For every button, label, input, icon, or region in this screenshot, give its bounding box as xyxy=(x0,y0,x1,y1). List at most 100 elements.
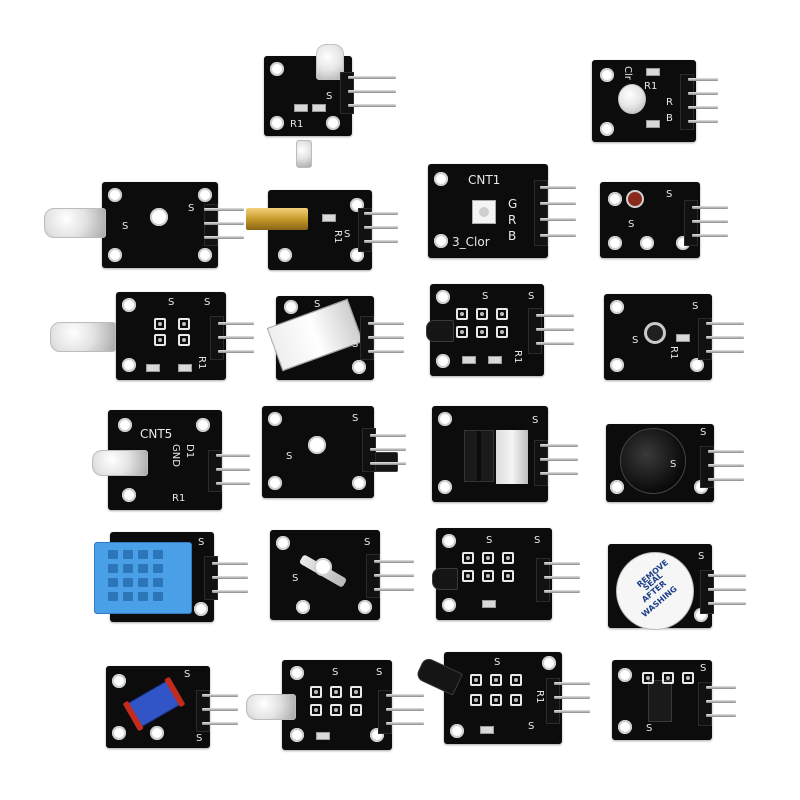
solder-pad xyxy=(310,686,322,698)
header-pin xyxy=(536,314,574,317)
header-pin xyxy=(370,462,406,465)
tilt-switch-module: S S xyxy=(260,290,408,386)
mount-hole xyxy=(198,248,212,262)
mount-hole xyxy=(434,172,448,186)
smd-resistor xyxy=(646,120,660,128)
mount-hole xyxy=(122,358,136,372)
silk-label: S xyxy=(196,733,203,744)
silk-title: CNT1 xyxy=(468,173,501,187)
temperature-sensor-module: S S xyxy=(262,406,412,500)
solder-pad xyxy=(502,570,514,582)
solder-pad xyxy=(310,704,322,716)
header-pin xyxy=(706,336,744,339)
silk-label: S xyxy=(352,413,359,424)
mount-hole xyxy=(690,358,704,372)
solder-pad xyxy=(476,308,488,320)
header-pin xyxy=(708,464,744,467)
mount-hole xyxy=(278,248,292,262)
header-pin xyxy=(544,590,580,593)
dht11-grille xyxy=(108,550,163,601)
header-pin xyxy=(540,202,576,205)
header-pin xyxy=(364,240,398,243)
header-pin xyxy=(204,222,244,225)
mount-hole xyxy=(112,674,126,688)
dht11-module: S xyxy=(94,530,250,626)
rgb-chip xyxy=(472,200,496,224)
silk-label: R xyxy=(666,97,673,108)
push-button-module: S S R1 xyxy=(604,294,746,382)
pin-header xyxy=(534,180,548,246)
header-pin xyxy=(708,450,744,453)
header-pin xyxy=(368,350,404,353)
solder-pad xyxy=(462,552,474,564)
mercury-tilt-module: S S xyxy=(106,666,240,750)
silk-label: S xyxy=(666,189,673,200)
laser-module: S R1 xyxy=(246,190,400,274)
tactile-button xyxy=(644,322,666,344)
mount-hole xyxy=(108,248,122,262)
silk-label: S xyxy=(528,721,535,732)
header-pin xyxy=(692,234,728,237)
solder-pad xyxy=(178,334,190,346)
photoresistor xyxy=(626,190,644,208)
ir-emitter-module: S S xyxy=(44,182,244,272)
solder-pad xyxy=(510,694,522,706)
mount-hole xyxy=(542,656,556,670)
silk-label: S xyxy=(376,667,383,678)
silk-label: S xyxy=(344,229,351,240)
solder-pad xyxy=(662,672,674,684)
smd-rgb-module: CNT1 G R B 3_Clor xyxy=(428,164,578,260)
solder-pad xyxy=(490,694,502,706)
silk-label: S xyxy=(184,669,191,680)
header-pin xyxy=(386,694,424,697)
pin-header xyxy=(208,450,222,492)
header-pin xyxy=(544,576,580,579)
mount-hole xyxy=(358,600,372,614)
smd-resistor xyxy=(488,356,502,364)
clear-led xyxy=(316,44,344,80)
mount-hole xyxy=(290,666,304,680)
smd-resistor xyxy=(146,364,160,372)
pin-header xyxy=(680,74,694,130)
silk-label: Clr xyxy=(622,66,633,80)
silk-label: S xyxy=(692,301,699,312)
header-pin xyxy=(370,448,406,451)
smd-resistor xyxy=(462,356,476,364)
pin-header xyxy=(698,318,712,360)
solder-pad xyxy=(482,570,494,582)
silk-label: GND xyxy=(170,444,181,467)
silk-label: R1 xyxy=(332,230,343,244)
silk-label: S xyxy=(628,219,635,230)
photo-interrupter-module: S xyxy=(432,406,582,506)
component-body xyxy=(648,680,672,722)
solder-pad xyxy=(350,704,362,716)
silk-label: S xyxy=(364,537,371,548)
smd-resistor xyxy=(646,68,660,76)
two-color-led-module: S S R1 xyxy=(50,292,256,384)
smd-resistor xyxy=(322,214,336,222)
silk-label: S xyxy=(632,335,639,346)
silk-label: S xyxy=(292,573,299,584)
clear-led xyxy=(246,694,296,720)
silk-label: S xyxy=(326,91,333,102)
mount-hole xyxy=(284,300,298,314)
silk-label: S xyxy=(188,203,195,214)
mount-hole xyxy=(112,726,126,740)
mount-hole xyxy=(434,234,448,248)
clear-block xyxy=(496,430,528,484)
smd-resistor xyxy=(178,364,192,372)
solder-pad xyxy=(330,704,342,716)
header-pin xyxy=(374,560,414,563)
solder-pad xyxy=(330,686,342,698)
mount-hole xyxy=(196,418,210,432)
clear-led xyxy=(92,450,148,476)
header-pin xyxy=(348,76,396,79)
mount-hole xyxy=(270,62,284,76)
silk-label: S xyxy=(486,535,493,546)
silk-label: S xyxy=(670,459,677,470)
mount-hole xyxy=(326,116,340,130)
solder-pad xyxy=(496,308,508,320)
pin-header xyxy=(340,72,354,114)
smd-resistor xyxy=(316,732,330,740)
